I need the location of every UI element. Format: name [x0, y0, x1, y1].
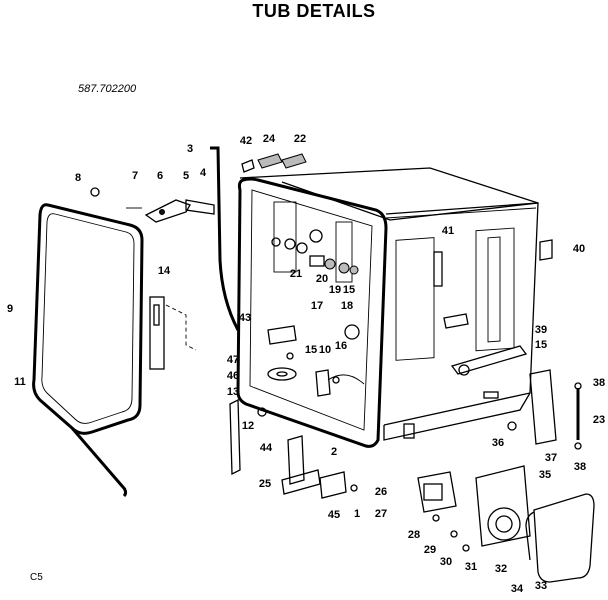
callout-12: 12 [242, 420, 254, 432]
callout-15b: 15 [535, 339, 547, 351]
water-inlet-assembly [267, 229, 360, 360]
callout-7: 7 [132, 170, 138, 182]
callout-32: 32 [495, 563, 507, 575]
side-components [433, 239, 553, 399]
callout-19: 19 [329, 284, 341, 296]
callout-3: 3 [187, 143, 193, 155]
callout-28: 28 [408, 529, 420, 541]
callout-23: 23 [593, 414, 605, 426]
callout-41: 41 [442, 225, 454, 237]
diagram-title: TUB DETAILS [252, 1, 375, 21]
right-bracket-group [507, 369, 582, 450]
callout-34: 34 [511, 583, 524, 595]
callout-38a: 38 [593, 377, 605, 389]
callout-15c: 15 [305, 344, 317, 356]
callout-4: 4 [200, 167, 207, 179]
callout-38b: 38 [574, 461, 586, 473]
callout-46: 46 [227, 370, 239, 382]
callout-42: 42 [240, 135, 252, 147]
callout-21: 21 [290, 268, 302, 280]
callout-30: 30 [440, 556, 452, 568]
callout-6: 6 [157, 170, 163, 182]
callout-31: 31 [465, 561, 477, 573]
callout-1: 1 [354, 508, 360, 520]
callout-10: 10 [319, 344, 331, 356]
callout-2: 2 [331, 446, 337, 458]
callout-26: 26 [375, 486, 387, 498]
callout-40: 40 [573, 243, 585, 255]
lower-left-parts [229, 398, 358, 499]
callout-17: 17 [311, 300, 323, 312]
callout-47: 47 [227, 354, 239, 366]
callout-25: 25 [259, 478, 271, 490]
tub-bottom-parts [267, 367, 340, 397]
callout-44: 44 [260, 442, 273, 454]
fill-hose [210, 146, 240, 331]
latch-plate [149, 296, 197, 370]
callout-18: 18 [341, 300, 353, 312]
door-gasket [32, 203, 144, 498]
callout-33: 33 [535, 580, 547, 592]
hinge-bracket-group [90, 187, 215, 223]
detergent-module [417, 465, 595, 583]
callout-8: 8 [75, 172, 81, 184]
callout-22: 22 [294, 133, 306, 145]
callout-14: 14 [158, 265, 171, 277]
model-number: 587.702200 [78, 83, 137, 95]
callout-15a: 15 [343, 284, 355, 296]
callout-24: 24 [263, 133, 276, 145]
callout-20: 20 [316, 273, 328, 285]
tub-body [236, 167, 539, 448]
callout-13: 13 [227, 386, 239, 398]
top-hardware [241, 153, 307, 173]
callout-45: 45 [328, 509, 340, 521]
callout-37: 37 [545, 452, 557, 464]
callout-35: 35 [539, 469, 551, 481]
callout-36: 36 [492, 437, 504, 449]
callout-39: 39 [535, 324, 547, 336]
callout-5: 5 [183, 170, 189, 182]
footer-code: C5 [30, 572, 43, 583]
callout-29: 29 [424, 544, 436, 556]
callout-43: 43 [239, 312, 251, 324]
callout-27: 27 [375, 508, 387, 520]
callout-11: 11 [14, 376, 26, 388]
callout-16: 16 [335, 340, 347, 352]
callout-9: 9 [7, 303, 13, 315]
